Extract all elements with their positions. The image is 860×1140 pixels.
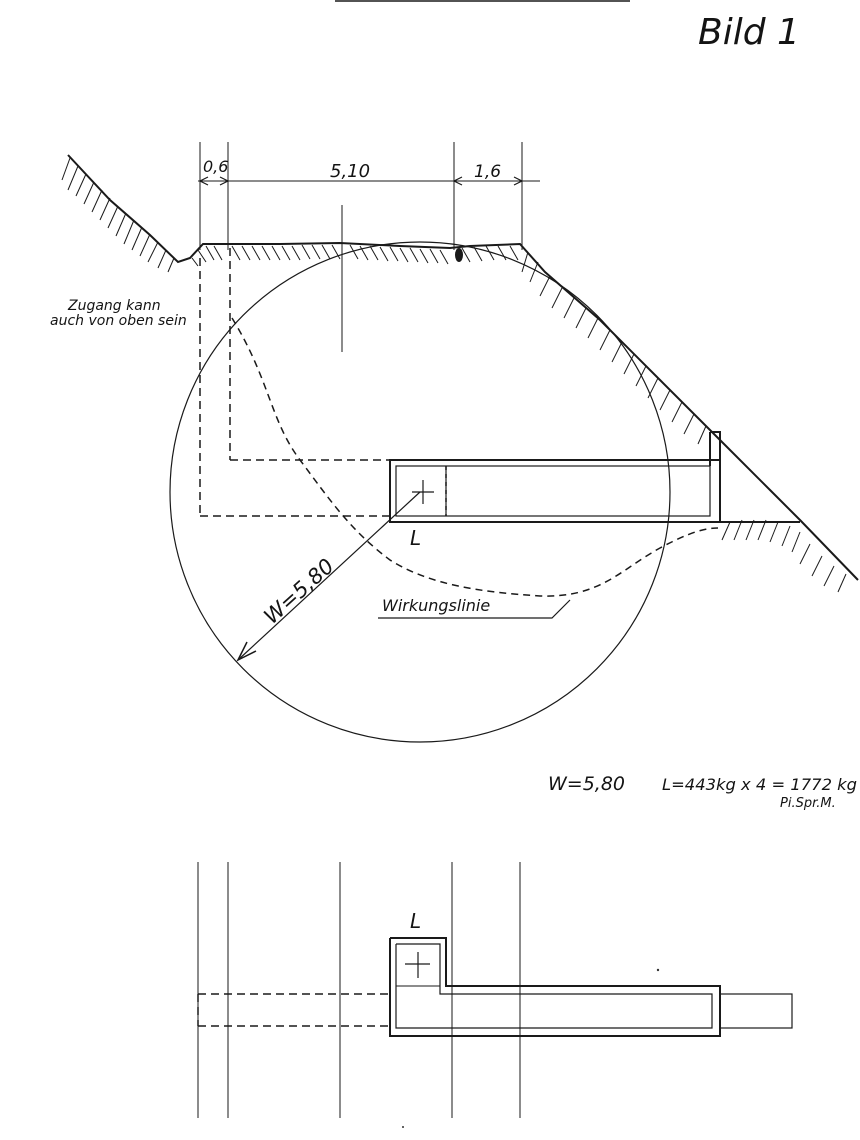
dimension-middle-label: 5,10: [330, 161, 370, 182]
effect-radius-circle: [169, 241, 671, 743]
terrain-stone: [455, 248, 463, 262]
charge-label-plan: L: [410, 909, 421, 933]
effect-line-dashed: [231, 317, 719, 597]
effect-line-label: Wirkungslinie: [382, 596, 490, 615]
gallery-section: [389, 459, 721, 523]
calc-l-value: L=443kg x 4 = 1772 kg: [662, 775, 857, 794]
terrain-hatching-top: [191, 244, 519, 267]
plan-gallery-extension: [719, 993, 793, 1029]
paper-speck: [402, 1126, 404, 1128]
calculation-note: W=5,80 L=443kg x 4 = 1772 kg Pi.Spr.M.: [548, 773, 857, 811]
gallery-section-inner: [395, 465, 711, 517]
access-note-line1: Zugang kann: [67, 298, 161, 314]
dim-arrow-left-a: [198, 176, 209, 186]
access-note-line2: auch von oben sein: [50, 313, 187, 329]
plan-chamber-outer: [389, 937, 721, 1037]
terrain-profile: [67, 154, 859, 581]
terrain-hatching-right: [521, 251, 847, 593]
dimension-right-label: 1,6: [474, 162, 501, 182]
radius-label: W=5,80: [259, 554, 338, 629]
charge-label-section: L: [410, 526, 421, 550]
dimension-left-label: 0,6: [203, 157, 228, 176]
chamber-opening: [710, 431, 800, 523]
plan-approach-dashed: [197, 993, 390, 1027]
radius-arrow-line: [237, 491, 421, 661]
dim-arrow-right-a: [452, 176, 463, 186]
dimension-extension-lines: [199, 142, 523, 352]
dim-arrow-left-b: [219, 176, 230, 186]
approach-gallery-dashed: [199, 248, 447, 517]
plan-view: L: [197, 862, 793, 1118]
calc-reference: Pi.Spr.M.: [780, 796, 836, 811]
plan-chamber-inner: [395, 943, 713, 1029]
effect-line-leader: [378, 599, 571, 619]
radius-arrowhead: [236, 641, 257, 662]
plan-vertical-lines: [197, 862, 521, 1118]
dim-arrow-right-b: [513, 176, 524, 186]
paper-speck: [656, 968, 660, 972]
section-view: L W=5,80 Wirkungslinie Zugang kann auch …: [50, 142, 859, 743]
terrain-hatching-left: [61, 157, 175, 273]
calc-w-value: W=5,80: [548, 773, 625, 795]
figure-title: Bild 1: [698, 12, 800, 53]
